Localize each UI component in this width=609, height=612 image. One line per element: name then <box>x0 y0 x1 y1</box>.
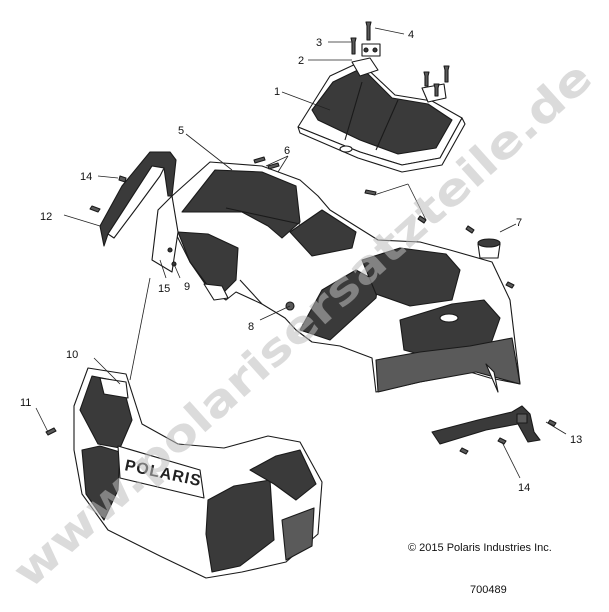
callout-8: 8 <box>248 321 254 333</box>
callout-labels: 1 2 3 4 5 6 7 8 9 10 11 12 13 14 14 15 <box>20 29 582 494</box>
copyright-notice: © 2015 Polaris Industries Inc. <box>408 542 552 554</box>
part-10-front-body: POLARIS <box>73 367 323 579</box>
callout-15: 15 <box>158 283 170 295</box>
callout-7: 7 <box>516 217 522 229</box>
diagram-number: 700489 <box>470 584 507 596</box>
callout-6: 6 <box>284 145 290 157</box>
part-1-hood-cover <box>297 43 466 173</box>
callout-13: 13 <box>570 434 582 446</box>
callout-14-upper: 14 <box>80 171 92 183</box>
part-13-lower-bracket <box>431 405 541 445</box>
part-5-main-body <box>171 161 521 393</box>
callout-12: 12 <box>40 211 52 223</box>
callout-3: 3 <box>316 37 322 49</box>
callout-10: 10 <box>66 349 78 361</box>
callout-2: 2 <box>298 55 304 67</box>
callout-1: 1 <box>274 86 280 98</box>
part-7-cap <box>477 238 501 259</box>
callout-14-lower: 14 <box>518 482 530 494</box>
part-12-left-bracket <box>99 151 177 247</box>
callout-9: 9 <box>184 281 190 293</box>
leader-lines <box>35 27 567 479</box>
callout-4: 4 <box>408 29 414 41</box>
part-15-side-panel <box>151 195 179 273</box>
callout-5: 5 <box>178 125 184 137</box>
callout-11: 11 <box>20 397 31 409</box>
